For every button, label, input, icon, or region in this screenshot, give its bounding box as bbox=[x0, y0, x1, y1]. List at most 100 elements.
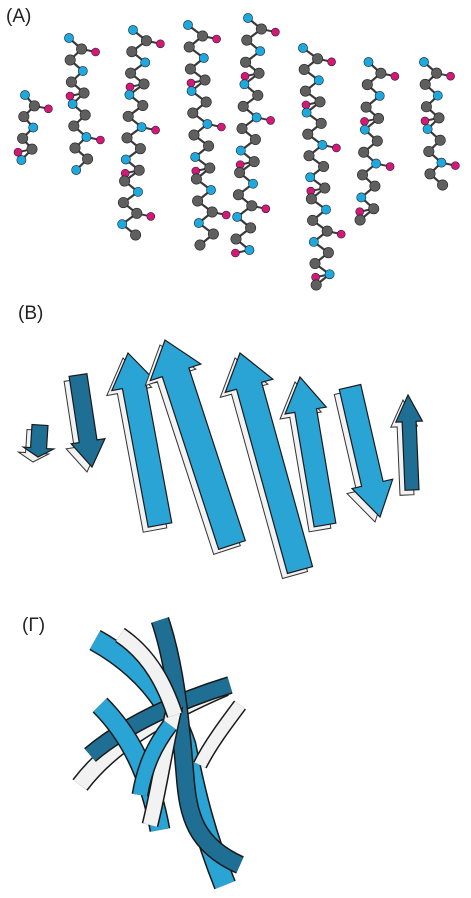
carbon-atom bbox=[183, 41, 195, 53]
nitrogen-atom bbox=[422, 124, 433, 134]
beta-strand-2 bbox=[68, 372, 106, 469]
nitrogen-atom bbox=[28, 122, 39, 133]
nitrogen-atom bbox=[374, 90, 385, 101]
nitrogen-atom bbox=[193, 218, 204, 228]
carbon-atom bbox=[119, 175, 131, 187]
carbon-atom bbox=[138, 78, 150, 90]
oxygen-atom bbox=[360, 117, 369, 126]
carbon-atom bbox=[249, 134, 261, 146]
carbon-atom bbox=[126, 46, 138, 58]
oxygen-atom bbox=[266, 116, 275, 125]
carbon-atom bbox=[203, 140, 215, 152]
nitrogen-atom bbox=[419, 57, 429, 67]
carbon-atom bbox=[372, 112, 384, 124]
carbon-atom bbox=[26, 143, 38, 155]
carbon-atom bbox=[255, 23, 267, 35]
carbon-atom bbox=[423, 145, 435, 157]
carbon-atom bbox=[315, 117, 327, 129]
nitrogen-atom bbox=[359, 124, 370, 135]
oxygen-atom bbox=[96, 135, 105, 145]
carbon-atom bbox=[354, 214, 366, 226]
carbon-atom bbox=[424, 168, 436, 180]
carbon-atom bbox=[207, 228, 219, 240]
carbon-atom bbox=[368, 203, 380, 215]
ribbon-strand-8 bbox=[194, 701, 245, 768]
nitrogen-atom bbox=[198, 53, 209, 63]
carbon-atom bbox=[188, 129, 200, 141]
carbon-atom bbox=[64, 54, 76, 66]
carbon-atom bbox=[68, 120, 80, 132]
oxygen-atom bbox=[91, 47, 100, 57]
carbon-atom bbox=[361, 79, 373, 91]
nitrogen-atom bbox=[248, 178, 258, 189]
nitrogen-atom bbox=[356, 192, 367, 203]
carbon-atom bbox=[232, 189, 244, 201]
nitrogen-atom bbox=[301, 107, 312, 118]
carbon-atom bbox=[314, 96, 326, 108]
carbon-atom bbox=[299, 85, 311, 97]
carbon-atom bbox=[369, 180, 381, 192]
oxygen-atom bbox=[301, 100, 311, 110]
nitrogen-atom bbox=[436, 157, 447, 168]
strand-1 bbox=[13, 90, 53, 165]
carbon-atom bbox=[434, 134, 446, 146]
nitrogen-atom bbox=[67, 99, 78, 109]
oxygen-atom bbox=[13, 147, 23, 157]
oxygen-atom bbox=[217, 122, 226, 132]
carbon-atom bbox=[197, 30, 209, 42]
oxygen-atom bbox=[156, 39, 165, 49]
oxygen-atom bbox=[336, 229, 346, 239]
carbon-atom bbox=[310, 279, 322, 291]
oxygen-atom bbox=[332, 143, 341, 153]
carbon-atom bbox=[200, 96, 212, 108]
oxygen-atom bbox=[390, 71, 400, 81]
carbon-atom bbox=[192, 195, 204, 207]
carbon-atom bbox=[321, 225, 333, 237]
carbon-atom bbox=[433, 112, 445, 124]
panel-a-label: (A) bbox=[6, 6, 32, 27]
carbon-atom bbox=[76, 43, 88, 55]
carbon-atom bbox=[133, 164, 145, 176]
nitrogen-atom bbox=[255, 46, 266, 57]
oxygen-atom bbox=[261, 204, 271, 214]
oxygen-atom bbox=[420, 116, 430, 126]
beta-strand-5 bbox=[224, 352, 314, 575]
carbon-atom bbox=[204, 162, 216, 174]
panel-b-ribbon-sheet: (B) bbox=[0, 295, 471, 605]
nitrogen-atom bbox=[317, 140, 328, 150]
nitrogen-atom bbox=[120, 154, 131, 165]
carbon-atom bbox=[420, 101, 432, 113]
beta-sheet-side-view bbox=[72, 616, 247, 890]
carbon-atom bbox=[65, 76, 77, 88]
carbon-atom bbox=[358, 146, 370, 158]
carbon-atom bbox=[117, 197, 129, 209]
nitrogen-atom bbox=[235, 145, 246, 156]
carbon-atom bbox=[194, 239, 206, 251]
nitrogen-atom bbox=[64, 33, 74, 43]
oxygen-atom bbox=[446, 71, 455, 81]
carbon-atom bbox=[122, 110, 134, 122]
strand-3 bbox=[117, 25, 165, 241]
nitrogen-atom bbox=[298, 43, 308, 53]
oxygen-atom bbox=[385, 162, 395, 171]
oxygen-atom bbox=[221, 210, 231, 220]
strand-4 bbox=[183, 20, 231, 251]
nitrogen-atom bbox=[251, 112, 262, 123]
carbon-atom bbox=[318, 161, 330, 173]
strand-5 bbox=[230, 13, 280, 258]
carbon-atom bbox=[134, 143, 146, 155]
carbon-atom bbox=[230, 233, 242, 245]
beta-sheet-ribbon bbox=[16, 339, 424, 580]
strand-2 bbox=[64, 33, 105, 175]
nitrogen-atom bbox=[313, 75, 324, 86]
carbon-atom bbox=[431, 67, 443, 79]
nitrogen-atom bbox=[232, 211, 243, 222]
nitrogen-atom bbox=[305, 172, 316, 183]
carbon-atom bbox=[375, 67, 387, 79]
carbon-atom bbox=[137, 100, 149, 112]
beta-strand-1 bbox=[21, 423, 56, 458]
ribbon-strand-4 bbox=[152, 617, 244, 873]
carbon-atom bbox=[187, 107, 199, 119]
beta-strand-8 bbox=[394, 393, 424, 491]
carbon-atom bbox=[140, 35, 152, 47]
